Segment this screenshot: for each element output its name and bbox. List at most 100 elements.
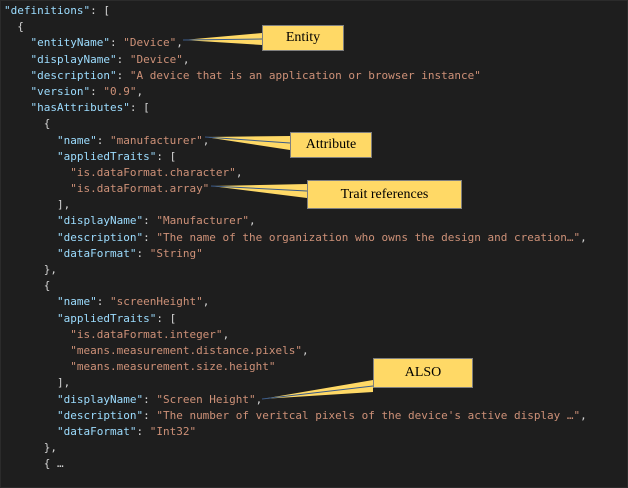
json-key: "name" — [56, 133, 97, 147]
json-punctuation: : — [109, 36, 124, 50]
code-line: "means.measurement.size.height" — [4, 359, 587, 375]
code-line: "version": "0.9", — [4, 84, 587, 100]
json-string: "Device" — [123, 36, 177, 50]
json-punctuation: { — [17, 20, 24, 34]
trait-references-callout-pointer — [211, 184, 307, 198]
json-string: "is.dataFormat.integer" — [70, 327, 223, 341]
json-punctuation: , — [235, 165, 243, 179]
json-punctuation: : — [136, 246, 150, 260]
code-line: { … — [4, 456, 587, 472]
code-line: "displayName": "Device", — [4, 52, 587, 68]
json-key: "description" — [30, 68, 117, 82]
json-punctuation: : — [96, 133, 110, 147]
code-line: "is.dataFormat.integer", — [4, 327, 587, 343]
code-line: "entityName": "Device", — [4, 35, 587, 51]
also-callout-pointer — [262, 380, 373, 399]
json-string: "is.dataFormat.character" — [70, 165, 236, 179]
json-string: "means.measurement.size.height" — [70, 360, 276, 374]
code-line: "description": "The name of the organiza… — [4, 230, 587, 246]
code-line: ], — [4, 375, 587, 391]
json-string: "The name of the organization who owns t… — [156, 230, 581, 244]
json-key: "displayName" — [56, 214, 144, 228]
json-punctuation: : — [143, 408, 157, 422]
code-line: "displayName": "Manufacturer", — [4, 213, 587, 229]
json-punctuation: : [ — [156, 311, 177, 325]
json-punctuation: }, — [43, 441, 57, 455]
json-punctuation: , — [255, 392, 263, 406]
code-line: "is.dataFormat.character", — [4, 165, 587, 181]
entity-callout: Entity — [262, 25, 344, 51]
json-string: "is.dataFormat.array" — [70, 182, 210, 196]
json-key: "description" — [56, 230, 144, 244]
attribute-callout-pointer — [205, 136, 290, 150]
json-string: "String" — [149, 246, 203, 260]
code-line: "dataFormat": "Int32" — [4, 424, 587, 440]
json-punctuation: , — [202, 295, 210, 309]
json-punctuation: { — [43, 117, 51, 131]
code-line: { — [4, 278, 587, 294]
code-line: { — [4, 19, 587, 35]
json-punctuation: , — [136, 84, 144, 98]
code-line: { — [4, 116, 587, 132]
code-content: "definitions": [ { "entityName": "Device… — [4, 3, 587, 472]
json-punctuation: ], — [56, 376, 71, 390]
trait-references-callout: Trait references — [307, 180, 462, 209]
json-punctuation: : [ — [156, 149, 177, 163]
json-punctuation: , — [222, 327, 230, 341]
json-key: "hasAttributes" — [30, 101, 130, 115]
json-key: "displayName" — [30, 52, 117, 66]
code-line: }, — [4, 440, 587, 456]
json-string: "manufacturer" — [109, 133, 203, 147]
code-line: "is.dataFormat.array" — [4, 181, 587, 197]
json-punctuation: }, — [43, 263, 57, 276]
json-key: "displayName" — [56, 392, 144, 406]
json-punctuation: ], — [56, 198, 71, 212]
code-line: }, — [4, 262, 587, 278]
json-string: "screenHeight" — [109, 295, 203, 309]
json-string: "Int32" — [149, 424, 197, 438]
json-punctuation: : — [136, 424, 150, 438]
json-string: "Manufacturer" — [156, 214, 250, 228]
json-punctuation: : — [96, 295, 110, 309]
code-line: "name": "manufacturer", — [4, 133, 587, 149]
json-punctuation: , — [580, 230, 587, 244]
json-punctuation: : — [116, 52, 130, 66]
json-punctuation: : — [143, 230, 157, 244]
json-punctuation: , — [249, 214, 256, 228]
json-punctuation: , — [580, 408, 587, 422]
code-line: ], — [4, 197, 587, 213]
json-punctuation: : — [116, 68, 130, 82]
json-key: "description" — [56, 408, 144, 422]
json-string: "Device" — [129, 52, 183, 66]
json-punctuation: : [ — [90, 4, 110, 17]
json-key: "definitions" — [4, 4, 91, 17]
json-string: "means.measurement.distance.pixels" — [70, 343, 303, 357]
json-punctuation: { — [43, 279, 51, 293]
json-key: "appliedTraits" — [56, 311, 157, 325]
json-string: "A device that is an application or brow… — [129, 68, 481, 82]
json-string: "The number of veritcal pixels of the de… — [156, 408, 581, 422]
code-line: "hasAttributes": [ — [4, 100, 587, 116]
json-punctuation: , — [182, 52, 190, 66]
json-key: "appliedTraits" — [56, 149, 157, 163]
json-string: "Screen Height" — [156, 392, 256, 406]
json-punctuation: , — [202, 133, 210, 147]
json-punctuation: : [ — [129, 101, 150, 115]
attribute-callout: Attribute — [290, 132, 372, 158]
json-punctuation: : — [143, 392, 157, 406]
code-line: "displayName": "Screen Height", — [4, 392, 587, 408]
code-line: "appliedTraits": [ — [4, 149, 587, 165]
code-line: "description": "A device that is an appl… — [4, 68, 587, 84]
code-line: "definitions": [ — [4, 3, 587, 19]
json-punctuation: { … — [43, 457, 64, 471]
code-line: "means.measurement.distance.pixels", — [4, 343, 587, 359]
code-line: "description": "The number of veritcal p… — [4, 408, 587, 424]
json-punctuation: : — [143, 214, 157, 228]
json-key: "entityName" — [30, 36, 110, 50]
code-line: "appliedTraits": [ — [4, 311, 587, 327]
code-line: "name": "screenHeight", — [4, 294, 587, 310]
json-key: "name" — [56, 295, 97, 309]
json-key: "dataFormat" — [56, 424, 137, 438]
